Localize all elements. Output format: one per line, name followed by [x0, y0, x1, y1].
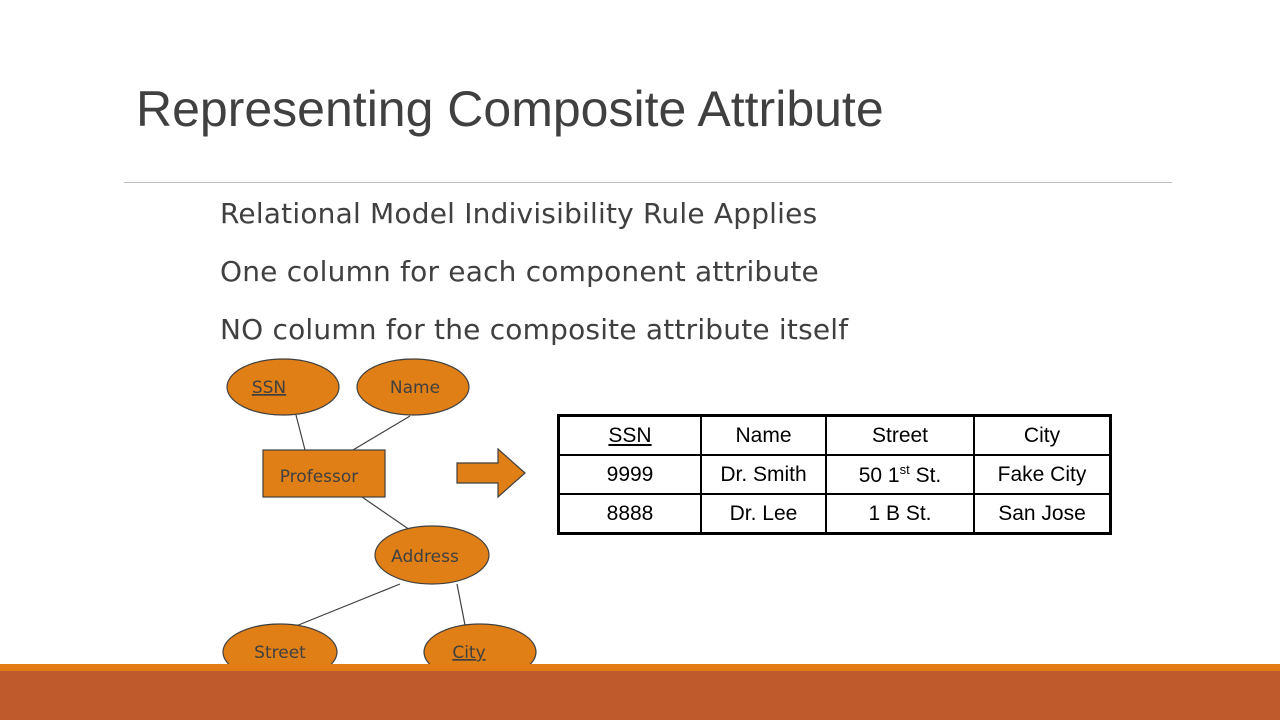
column-header-ssn: SSN: [557, 414, 702, 456]
connector-name-professor: [352, 415, 411, 451]
cell-name: Dr. Smith: [700, 454, 827, 495]
footer-band: [0, 671, 1280, 720]
bullet-3: NO column for the composite attribute it…: [220, 313, 849, 346]
attribute-name-label: Name: [390, 378, 440, 398]
attribute-address-label: Address: [391, 547, 459, 567]
slide-title: Representing Composite Attribute: [136, 81, 884, 137]
street-suffix: St.: [909, 463, 942, 487]
table-row: 8888 Dr. Lee 1 B St. San Jose: [557, 493, 1112, 535]
cell-name: Dr. Lee: [700, 493, 827, 535]
entity-professor: [262, 449, 386, 498]
cell-ssn: 9999: [557, 454, 702, 495]
connector-address-city: [456, 583, 466, 626]
connector-professor-address: [361, 496, 411, 531]
right-arrow-icon: [456, 447, 526, 499]
column-header-city: City: [973, 414, 1112, 456]
connector-ssn-professor: [295, 414, 306, 451]
bullet-1: Relational Model Indivisibility Rule App…: [220, 197, 818, 230]
table-row: 9999 Dr. Smith 50 1st St. Fake City: [557, 454, 1112, 495]
ordinal-suffix: st: [899, 461, 910, 477]
cell-street: 50 1st St.: [825, 454, 975, 495]
cell-city: Fake City: [973, 454, 1112, 495]
attribute-ssn: [226, 358, 340, 416]
connector-address-street: [295, 583, 401, 627]
cell-city: San Jose: [973, 493, 1112, 535]
column-header-name: Name: [700, 414, 827, 456]
attribute-ssn-label: SSN: [252, 378, 286, 398]
cell-street: 1 B St.: [825, 493, 975, 535]
entity-professor-label: Professor: [280, 467, 359, 487]
relation-table: SSN Name Street City 9999 Dr. Smith 50 1…: [557, 414, 1112, 535]
column-header-street: Street: [825, 414, 975, 456]
cell-ssn: 8888: [557, 493, 702, 535]
attribute-address: [374, 525, 490, 585]
bullet-2: One column for each component attribute: [220, 255, 819, 288]
street-number: 50 1: [858, 463, 900, 487]
title-divider: [124, 182, 1172, 183]
table-header-row: SSN Name Street City: [557, 414, 1112, 456]
attribute-name: [356, 358, 470, 416]
attribute-city-label: City: [452, 643, 485, 663]
attribute-street-label: Street: [254, 643, 306, 663]
footer-accent-line: [0, 664, 1280, 671]
